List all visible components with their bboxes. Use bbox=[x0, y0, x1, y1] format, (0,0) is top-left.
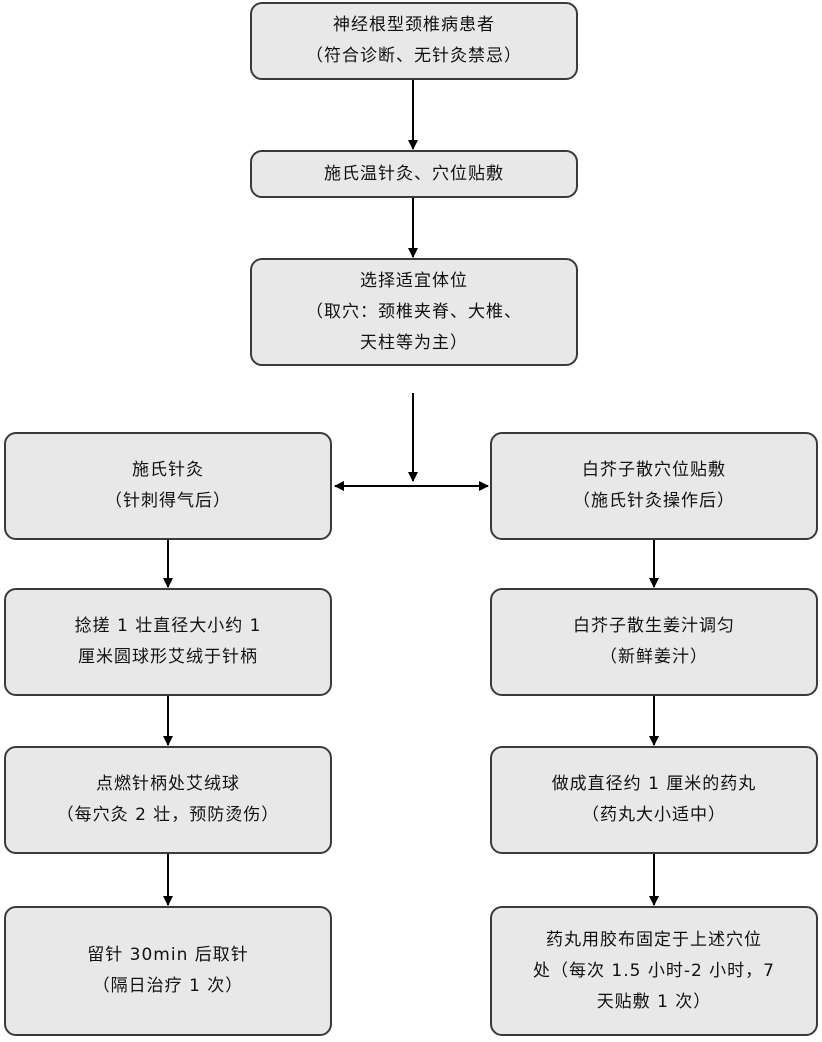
box-treatment: 施氏温针灸、穴位贴敷 bbox=[250, 150, 578, 198]
box-left-4-line-1: 留针 30min 后取针 bbox=[87, 945, 249, 965]
box-left-4-line-2: （隔日治疗 1 次） bbox=[92, 976, 244, 996]
box-left-1-line-2: （针刺得气后） bbox=[105, 491, 231, 511]
box-right-4-line-3: 天贴敷 1 次） bbox=[596, 991, 712, 1012]
box-position-line-1: 选择适宜体位 bbox=[360, 270, 468, 291]
box-position-line-2: （取穴：颈椎夹脊、大椎、 bbox=[306, 301, 522, 322]
box-position-line-3: 天柱等为主） bbox=[360, 332, 468, 353]
box-position: 选择适宜体位 （取穴：颈椎夹脊、大椎、 天柱等为主） bbox=[250, 258, 578, 366]
box-right-1: 白芥子散穴位贴敷 （施氏针灸操作后） bbox=[490, 432, 818, 540]
box-right-2: 白芥子散生姜汁调匀 （新鲜姜汁） bbox=[490, 588, 818, 696]
box-left-4: 留针 30min 后取针 （隔日治疗 1 次） bbox=[4, 906, 332, 1036]
box-right-1-line-1: 白芥子散穴位贴敷 bbox=[582, 460, 726, 480]
box-left-1: 施氏针灸 （针刺得气后） bbox=[4, 432, 332, 540]
box-left-1-line-1: 施氏针灸 bbox=[132, 460, 204, 480]
box-right-3-line-2: （药丸大小适中） bbox=[582, 805, 726, 825]
box-patient: 神经根型颈椎病患者 （符合诊断、无针灸禁忌） bbox=[250, 2, 578, 80]
box-right-1-line-2: （施氏针灸操作后） bbox=[573, 491, 735, 511]
box-right-4-line-2: 处（每次 1.5 小时-2 小时，7 bbox=[532, 960, 775, 981]
box-left-3-line-1: 点燃针柄处艾绒球 bbox=[96, 774, 240, 794]
box-right-2-line-2: （新鲜姜汁） bbox=[600, 647, 708, 667]
box-right-4: 药丸用胶布固定于上述穴位 处（每次 1.5 小时-2 小时，7 天贴敷 1 次） bbox=[490, 906, 818, 1036]
box-right-3-line-1: 做成直径约 1 厘米的药丸 bbox=[551, 774, 757, 794]
box-patient-line-1: 神经根型颈椎病患者 bbox=[333, 15, 495, 35]
box-patient-line-2: （符合诊断、无针灸禁忌） bbox=[306, 46, 522, 66]
box-left-3-line-2: （每穴灸 2 壮，预防烫伤） bbox=[56, 805, 280, 825]
box-left-3: 点燃针柄处艾绒球 （每穴灸 2 壮，预防烫伤） bbox=[4, 746, 332, 854]
box-right-2-line-1: 白芥子散生姜汁调匀 bbox=[573, 616, 735, 636]
box-left-2-line-2: 厘米圆球形艾绒于针柄 bbox=[78, 647, 258, 667]
box-right-4-line-1: 药丸用胶布固定于上述穴位 bbox=[546, 929, 762, 950]
box-left-2-line-1: 捻搓 1 壮直径大小约 1 bbox=[74, 616, 262, 636]
box-right-3: 做成直径约 1 厘米的药丸 （药丸大小适中） bbox=[490, 746, 818, 854]
box-left-2: 捻搓 1 壮直径大小约 1 厘米圆球形艾绒于针柄 bbox=[4, 588, 332, 696]
box-treatment-line-1: 施氏温针灸、穴位贴敷 bbox=[324, 163, 504, 184]
